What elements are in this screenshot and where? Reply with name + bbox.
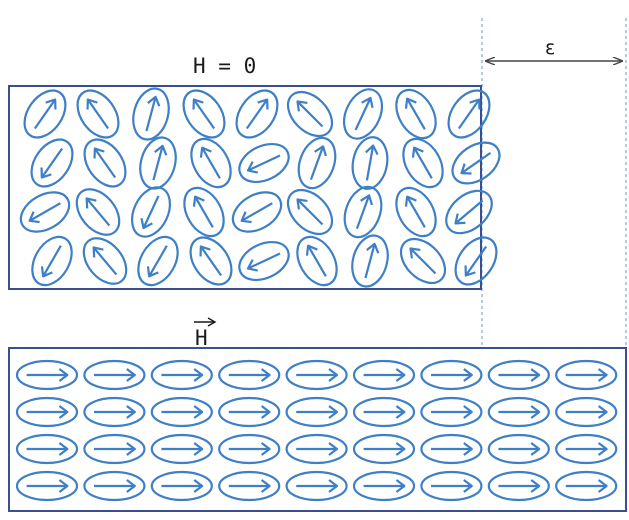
domain-random-r2-c4 — [190, 137, 232, 189]
field-vector-label: H — [195, 326, 208, 350]
aligned-domains-group — [15, 359, 618, 502]
domain-random-r2-c3 — [139, 136, 177, 190]
domain-random-r1-c6 — [286, 90, 334, 138]
domain-random-r2-c7 — [351, 136, 389, 190]
sample-unmagnetized — [8, 85, 482, 290]
domain-random-r4-c7 — [351, 234, 389, 288]
domain-random-r2-c5 — [238, 142, 290, 184]
random-domains-group — [19, 87, 501, 288]
domain-aligned-r3-c3 — [150, 433, 213, 465]
domain-aligned-r1-c6 — [352, 359, 416, 391]
domain-random-r4-c4 — [189, 236, 233, 286]
domain-random-r3-c7 — [343, 185, 383, 239]
domain-random-r1-c1 — [23, 89, 67, 139]
domain-aligned-r2-c3 — [150, 396, 213, 428]
domain-random-r3-c1 — [19, 191, 71, 233]
domain-aligned-r4-c3 — [150, 470, 213, 502]
domain-aligned-r1-c5 — [285, 359, 348, 391]
field-vector-arrow — [194, 317, 217, 327]
zero-field-label: H = 0 — [193, 54, 257, 78]
domain-random-r2-c1 — [30, 138, 74, 188]
domain-random-r1-c3 — [132, 87, 170, 141]
domain-aligned-r2-c4 — [218, 396, 281, 428]
domain-aligned-r3-c1 — [15, 433, 79, 465]
domain-random-r3-c6 — [286, 188, 334, 236]
sample-magnetized — [8, 347, 627, 512]
domain-aligned-r4-c1 — [15, 470, 79, 502]
domain-random-r1-c7 — [342, 88, 384, 140]
domain-random-r3-c2 — [75, 188, 121, 236]
domain-aligned-r3-c8 — [487, 433, 550, 465]
strain-label: ε — [545, 37, 556, 59]
domain-aligned-r2-c6 — [352, 396, 416, 428]
domain-aligned-r1-c2 — [83, 359, 146, 391]
domain-aligned-r4-c9 — [555, 470, 618, 502]
domain-random-r1-c8 — [395, 88, 437, 140]
domain-random-r3-c8 — [395, 186, 437, 238]
domain-random-r3-c4 — [183, 186, 225, 238]
domain-random-r3-c5 — [231, 191, 283, 233]
domain-aligned-r3-c2 — [83, 433, 146, 465]
domain-aligned-r3-c6 — [352, 433, 416, 465]
domain-random-r2-c9 — [451, 141, 501, 185]
domain-random-r2-c6 — [297, 136, 337, 190]
domain-aligned-r1-c3 — [150, 359, 213, 391]
domain-aligned-r4-c6 — [352, 470, 416, 502]
domain-aligned-r1-c7 — [420, 359, 483, 391]
domain-random-r3-c3 — [130, 186, 172, 238]
domain-aligned-r3-c5 — [285, 433, 348, 465]
domain-aligned-r4-c4 — [218, 470, 281, 502]
domain-aligned-r2-c8 — [487, 396, 550, 428]
domain-random-r4-c9 — [454, 236, 498, 286]
domain-aligned-r4-c7 — [420, 470, 483, 502]
domain-aligned-r1-c1 — [15, 359, 79, 391]
domain-random-r1-c4 — [182, 89, 226, 139]
domain-random-r1-c9 — [447, 89, 491, 139]
domain-aligned-r2-c9 — [555, 396, 618, 428]
domain-aligned-r2-c5 — [285, 396, 348, 428]
domain-aligned-r2-c2 — [83, 396, 146, 428]
domain-aligned-r4-c2 — [83, 470, 146, 502]
domain-aligned-r2-c7 — [420, 396, 483, 428]
domain-random-r2-c8 — [402, 137, 444, 189]
domain-aligned-r4-c5 — [285, 470, 348, 502]
domain-random-r3-c9 — [445, 189, 493, 235]
domain-random-r4-c8 — [399, 237, 447, 285]
domain-random-r4-c5 — [238, 240, 290, 282]
domain-random-r2-c2 — [83, 138, 127, 188]
domain-aligned-r3-c4 — [218, 433, 281, 465]
domain-random-r4-c6 — [296, 235, 338, 287]
domain-aligned-r3-c7 — [420, 433, 483, 465]
domain-random-r4-c1 — [31, 235, 73, 287]
domain-aligned-r1-c9 — [555, 359, 618, 391]
domain-aligned-r3-c9 — [555, 433, 618, 465]
domain-random-r4-c2 — [82, 237, 128, 285]
domain-aligned-r4-c8 — [487, 470, 550, 502]
domain-aligned-r1-c8 — [487, 359, 550, 391]
domain-random-r1-c5 — [235, 89, 279, 139]
domain-random-r1-c2 — [76, 89, 120, 139]
domain-aligned-r2-c1 — [15, 396, 79, 428]
domain-aligned-r1-c4 — [218, 359, 281, 391]
domain-random-r4-c3 — [137, 235, 179, 287]
